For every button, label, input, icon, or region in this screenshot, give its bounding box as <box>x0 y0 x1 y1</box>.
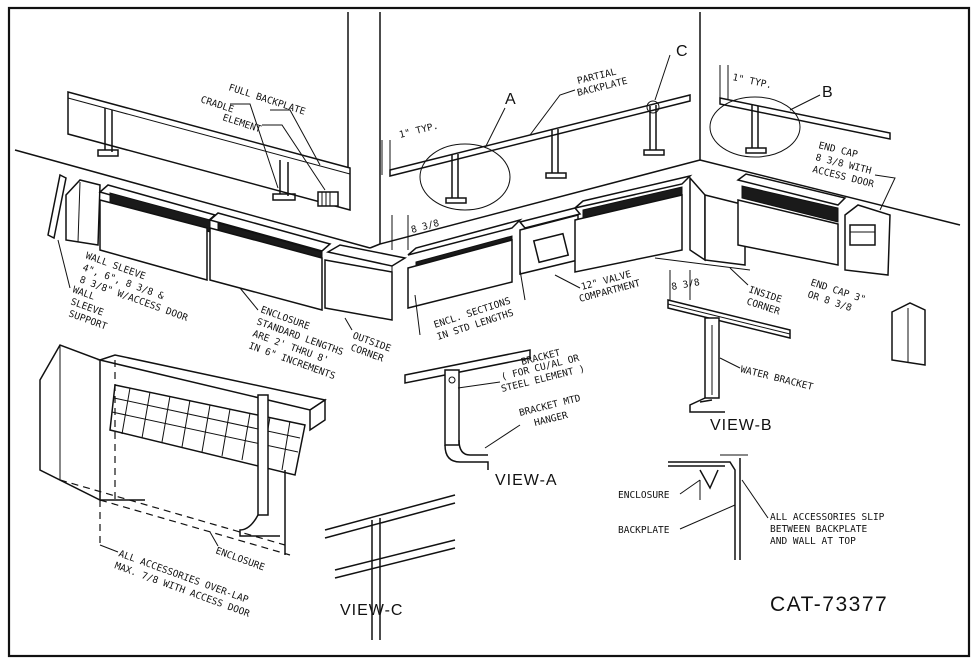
enclosure-section-2 <box>208 212 332 311</box>
callout-a-ring <box>419 143 511 211</box>
callout-c-letter: C <box>676 43 688 60</box>
enclosure-section-4 <box>574 174 693 273</box>
inside-corner <box>654 176 751 271</box>
water-bracket-label: WATER BRACKET <box>739 364 814 393</box>
full-backplate-assembly <box>67 91 351 211</box>
one-inch-typ-left-label: 1" TYP. <box>398 121 440 141</box>
enclosure-section-1 <box>98 184 217 281</box>
backplate-label: BACKPLATE <box>618 525 670 536</box>
wall-outline <box>14 12 961 249</box>
dimension-8-3-8-right-label: 8 3/8 <box>671 277 701 293</box>
dimension-8-3-8-right <box>669 270 691 300</box>
enlarged-enclosure <box>39 344 327 556</box>
callout-a-letter: A <box>505 91 516 108</box>
right-backplate-assembly <box>709 65 891 158</box>
enclosure-small-label: ENCLOSURE <box>214 545 266 573</box>
one-inch-typ-right-label: 1" TYP. <box>731 72 772 91</box>
dimension-8-3-8-left-label: 8 3/8 <box>410 218 441 236</box>
all-slip-label-line2: BETWEEN BACKPLATE <box>770 524 868 535</box>
enclosure-section-5 <box>736 173 847 266</box>
full-backplate-label: FULL BACKPLATE <box>227 82 307 117</box>
valve-compartment <box>518 207 582 275</box>
dimension-8-3-8-left <box>391 215 409 250</box>
callout-b-letter: B <box>822 84 833 101</box>
view-a-bracket <box>404 349 531 470</box>
wall-sleeve-support <box>47 173 67 240</box>
view-a-title: VIEW-A <box>495 472 558 489</box>
cradle-label: CRADLE <box>199 94 235 115</box>
enclosure-section-3 <box>407 218 523 309</box>
end-cap-3-inch <box>891 302 926 366</box>
callout-c-ring <box>646 100 660 114</box>
outside-corner <box>324 244 408 321</box>
catalog-number: CAT-73377 <box>770 593 888 616</box>
view-b-title: VIEW-B <box>710 417 773 434</box>
backplate-section-detail <box>668 454 748 560</box>
enlarged-grille <box>109 384 306 476</box>
view-c-detail <box>324 494 456 640</box>
view-b-water-bracket <box>667 299 791 413</box>
wall-sleeve <box>65 179 101 246</box>
callout-b-ring <box>709 96 801 158</box>
all-slip-label-line3: AND WALL AT TOP <box>770 536 856 547</box>
sheet-border <box>7 6 971 658</box>
end-cap-with-access-door <box>844 204 891 276</box>
all-slip-label-line1: ALL ACCESSORIES SLIP <box>770 512 885 523</box>
view-c-title: VIEW-C <box>340 602 403 619</box>
element-label: ELEMENT <box>221 112 263 135</box>
partial-backplate-assembly <box>381 54 691 211</box>
enclosure-detail-label: ENCLOSURE <box>618 490 670 501</box>
